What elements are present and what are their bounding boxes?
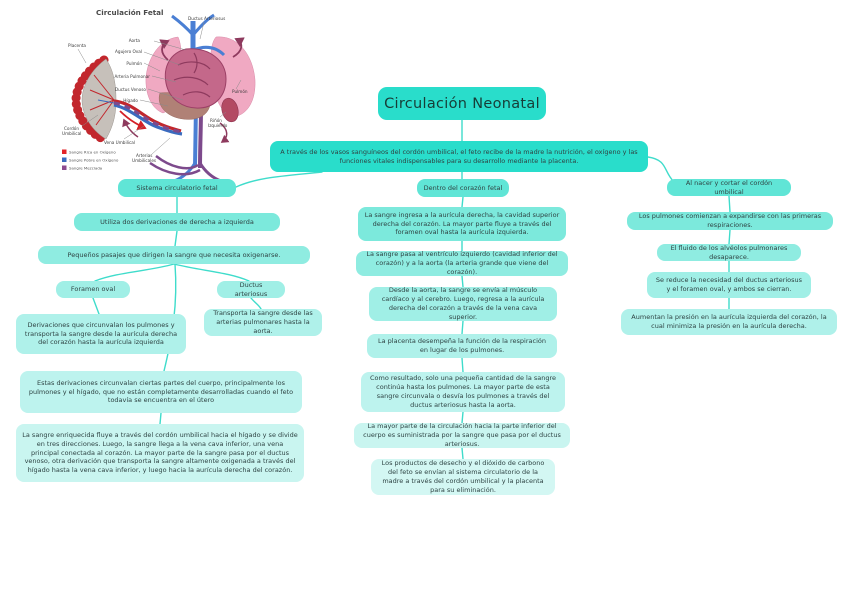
- node-middle-dentro-corazon-fetal[interactable]: Dentro del corazón fetal: [417, 179, 509, 197]
- legend-swatch-rich-oxygen: [62, 149, 67, 154]
- node-left-sangre-enriquecida[interactable]: La sangre enriquecida fluye a través del…: [16, 424, 304, 482]
- label-rinon-1: Riñón: [210, 118, 222, 123]
- node-intro[interactable]: A través de los vasos sanguíneos del cor…: [270, 141, 648, 172]
- anatomy-title: Circulación Fetal: [96, 8, 164, 17]
- label-aorta: Aorta: [129, 38, 141, 43]
- fetal-circulation-illustration: Circulación Fetal Ductus Arteriosus Aort…: [62, 8, 256, 183]
- node-middle-placenta-respiracion[interactable]: La placenta desempeña la función de la r…: [367, 334, 557, 358]
- placenta-vessels: [89, 74, 115, 126]
- legend: Sangre Rica en Oxígeno Sangre Pobre en O…: [62, 149, 119, 171]
- node-middle-sangre-ingresa-auricula[interactable]: La sangre ingresa a la aurícula derecha,…: [358, 207, 566, 241]
- flow-arrow-right-lung: [232, 37, 245, 58]
- placenta-plate: [81, 58, 117, 140]
- node-right-al-nacer-cortar-cordon[interactable]: Al nacer y cortar el cordón umbilical: [667, 179, 791, 196]
- label-higado: Hígado: [123, 98, 138, 103]
- node-left-sistema-circulatorio-fetal[interactable]: Sistema circulatorio fetal: [118, 179, 236, 197]
- placenta-vein: [97, 99, 115, 104]
- node-right-aumenta-presion-auricula[interactable]: Aumentan la presión en la aurícula izqui…: [621, 309, 837, 335]
- flow-arrow-lower: [219, 122, 230, 143]
- label-vena-umbilical: Vena Umbilical: [104, 140, 135, 145]
- node-left-estas-derivaciones[interactable]: Estas derivaciones circunvalan ciertas p…: [20, 371, 302, 413]
- label-ductus-venoso: Ductus Venoso: [115, 87, 147, 92]
- node-middle-sangre-pasa-ventriculo[interactable]: La sangre pasa al ventrículo izquierdo (…: [356, 250, 568, 276]
- label-rinon-2: Izquierdo: [208, 123, 228, 128]
- placenta-villi: [71, 55, 109, 144]
- node-left-derivaciones-circunvalan[interactable]: Derivaciones que circunvalan los pulmone…: [16, 314, 186, 354]
- label-arteria-pulmonar: Arteria Pulmonar: [115, 74, 151, 79]
- legend-swatch-poor-oxygen: [62, 157, 67, 162]
- node-right-pulmones-expandirse[interactable]: Los pulmones comienzan a expandirse con …: [627, 212, 833, 230]
- label-pulmon-der: Pulmón: [232, 89, 248, 94]
- node-right-reduce-necesidad-ductus[interactable]: Se reduce la necesidad del ductus arteri…: [647, 272, 811, 298]
- label-ductus-arteriosus: Ductus Arteriosus: [188, 16, 225, 21]
- flow-arrow-cord-return: [122, 118, 139, 138]
- node-left-foramen-oval[interactable]: Foramen oval: [56, 281, 130, 298]
- label-leader-lines: [77, 21, 242, 155]
- node-left-pequenos-pasajes[interactable]: Pequeños pasajes que dirigen la sangre q…: [38, 246, 310, 264]
- node-title[interactable]: Circulación Neonatal: [378, 87, 546, 120]
- label-placenta: Placenta: [68, 43, 86, 48]
- label-arterias-2: Umbilicales: [132, 158, 156, 163]
- node-middle-pequena-cantidad-pulmones[interactable]: Como resultado, solo una pequeña cantida…: [361, 372, 565, 412]
- node-left-ductus-arteriosus[interactable]: Ductus arteriosus: [217, 281, 285, 298]
- heart-detail-lines: [173, 52, 211, 98]
- node-middle-productos-desecho[interactable]: Los productos de desecho y el dióxido de…: [371, 459, 555, 495]
- umbilical-cord: [113, 99, 183, 136]
- node-left-transporta-sangre-arterias[interactable]: Transporta la sangre desde las arterias …: [204, 309, 322, 336]
- label-cordon-1: Cordón: [64, 126, 79, 131]
- legend-label-poor-oxygen: Sangre Pobre en Oxígeno: [69, 158, 119, 163]
- node-middle-circulacion-parte-inferior[interactable]: La mayor parte de la circulación hacia l…: [354, 422, 570, 448]
- node-left-dos-derivaciones[interactable]: Utiliza dos derivaciones de derecha a iz…: [74, 213, 280, 231]
- kidney-shape: [221, 97, 239, 123]
- node-right-fluido-alveolos[interactable]: El fluido de los alvéolos pulmonares des…: [657, 244, 801, 261]
- legend-label-mixed: Sangre Mezclada: [69, 166, 103, 171]
- legend-label-rich-oxygen: Sangre Rica en Oxígeno: [69, 150, 116, 155]
- label-arterias-1: Arterias: [136, 153, 152, 158]
- label-cordon-2: Umbilical: [62, 131, 81, 136]
- node-middle-desde-la-aorta[interactable]: Desde la aorta, la sangre se envía al mú…: [369, 286, 557, 321]
- flow-arrow-left-lung: [159, 39, 170, 61]
- label-agujero-oval: Agujero Oval: [115, 49, 142, 54]
- legend-swatch-mixed: [62, 165, 67, 170]
- label-pulmon-izq: Pulmón: [126, 61, 142, 66]
